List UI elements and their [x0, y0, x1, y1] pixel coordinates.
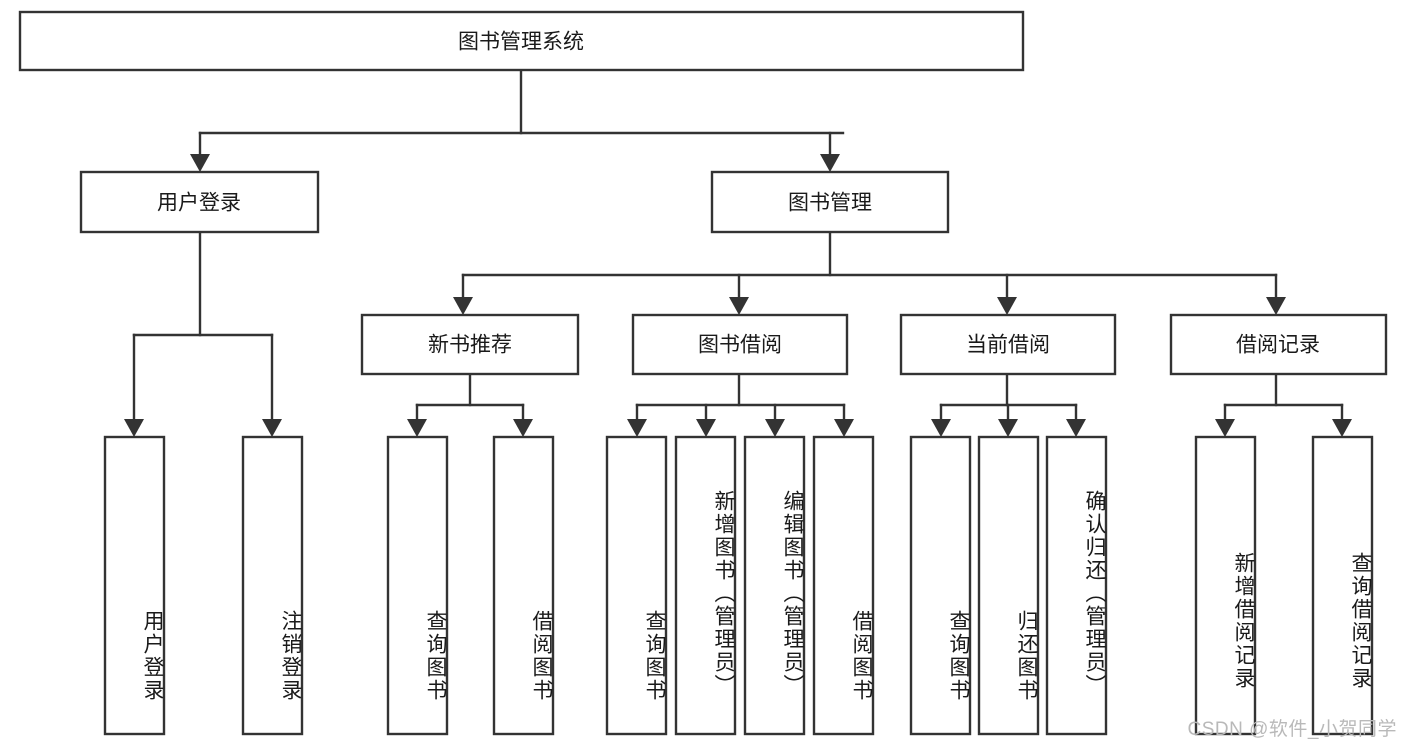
node-borrow-record-label: 借阅记录	[1236, 334, 1320, 357]
connector-userlogin-to-leaves	[124, 230, 282, 437]
leaf-box-user-login[interactable]	[103, 435, 166, 736]
node-new-book-recommend[interactable]: 新书推荐	[360, 313, 580, 376]
leaf-box-query-borrow-record[interactable]	[1311, 435, 1374, 736]
leaf-box-logout[interactable]	[241, 435, 304, 736]
node-user-login[interactable]: 用户登录	[79, 170, 320, 234]
leaf-box-borrow-book-1[interactable]	[492, 435, 555, 736]
leaf-box-query-book-2[interactable]	[605, 435, 668, 736]
node-book-manage-label: 图书管理	[788, 192, 872, 215]
node-current-borrow-label: 当前借阅	[966, 334, 1050, 357]
leaf-box-edit-book[interactable]	[743, 435, 806, 736]
node-book-manage[interactable]: 图书管理	[710, 170, 950, 234]
leaf-box-confirm-return[interactable]	[1045, 435, 1108, 736]
leaf-box-borrow-book-2[interactable]	[812, 435, 875, 736]
leaf-box-add-book[interactable]	[674, 435, 737, 736]
connector-root-to-level2	[190, 68, 845, 172]
connector-currentborrow-to-leaves	[931, 372, 1086, 437]
leaf-boxes	[103, 435, 1374, 736]
node-book-borrow-label: 图书借阅	[698, 334, 782, 357]
node-new-book-recommend-label: 新书推荐	[428, 334, 512, 357]
node-book-borrow[interactable]: 图书借阅	[631, 313, 849, 376]
node-current-borrow[interactable]: 当前借阅	[899, 313, 1117, 376]
node-root[interactable]: 图书管理系统	[18, 10, 1025, 72]
connector-bookmanage-to-level3	[453, 230, 1286, 315]
node-borrow-record[interactable]: 借阅记录	[1169, 313, 1388, 376]
connector-borrowrecord-to-leaves	[1215, 372, 1352, 437]
leaf-box-query-book-1[interactable]	[386, 435, 449, 736]
node-user-login-label: 用户登录	[157, 192, 241, 215]
connector-newbook-to-leaves	[407, 372, 533, 437]
node-root-label: 图书管理系统	[458, 31, 584, 54]
leaf-box-query-book-3[interactable]	[909, 435, 972, 736]
leaf-box-return-book[interactable]	[977, 435, 1040, 736]
watermark-text: CSDN @软件_小贺同学	[1187, 719, 1397, 740]
leaf-box-add-borrow-record[interactable]	[1194, 435, 1257, 736]
connector-bookborrow-to-leaves	[627, 372, 854, 437]
